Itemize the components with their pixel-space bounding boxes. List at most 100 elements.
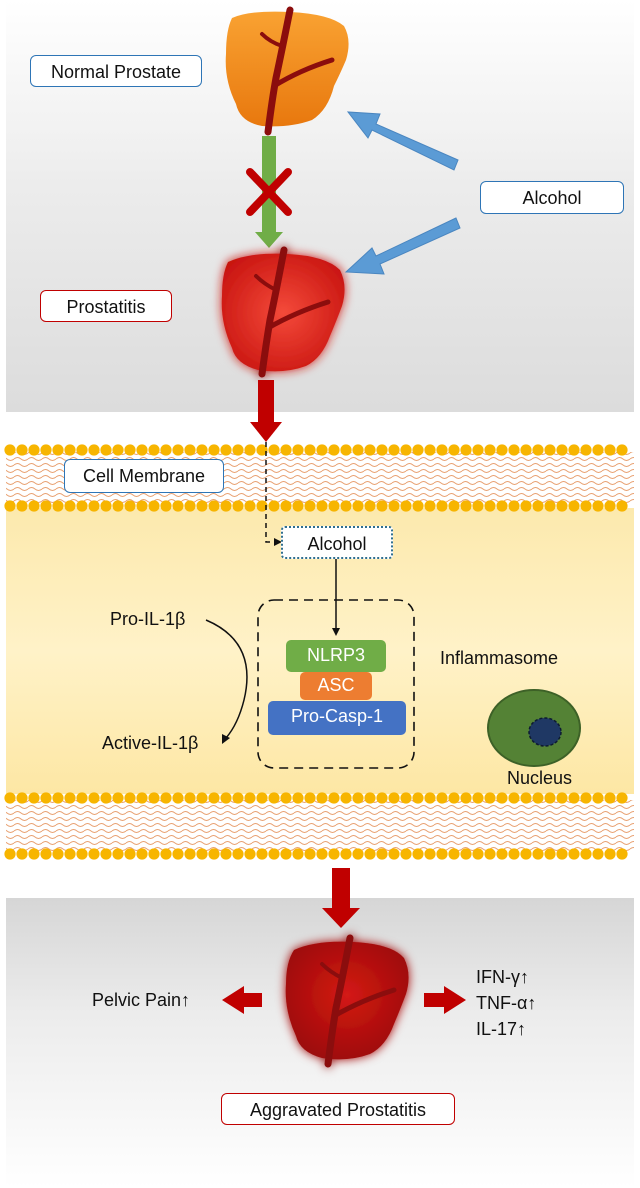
lipid-head [460,500,472,512]
lipid-head [316,792,328,804]
lipid-head [520,848,532,860]
lipid-head [124,444,136,456]
alcohol-entry-path [265,442,282,546]
lipid-head [436,848,448,860]
lipid-head [4,848,16,860]
pelvic-pain-arrow [222,986,262,1014]
lipid-head [388,500,400,512]
lipid-head [52,848,64,860]
lipid-head [16,792,28,804]
lipid-head [364,792,376,804]
lipid-head [460,444,472,456]
lipid-head [136,848,148,860]
lipid-head [328,792,340,804]
lipid-head [376,848,388,860]
lipid-head [244,792,256,804]
lipid-head [580,848,592,860]
lipid-head [436,444,448,456]
lipid-head [436,792,448,804]
lipid-head [484,792,496,804]
lipid-head [532,500,544,512]
lipid-head [40,444,52,456]
lipid-head [244,500,256,512]
lipid-head [448,792,460,804]
lipid-head [64,500,76,512]
lipid-head [400,444,412,456]
nucleus-icon [487,689,581,767]
lipid-head [244,444,256,456]
lipid-head [556,792,568,804]
lipid-head [340,792,352,804]
lipid-head [268,792,280,804]
cytokine-list: IFN-γ↑ TNF-α↑ IL-17↑ [476,964,536,1042]
il1b-maturation-arrow [205,619,248,744]
lipid-head [88,848,100,860]
lipid-head [304,848,316,860]
lipid-head [532,792,544,804]
lipid-head [424,848,436,860]
pro-casp1-component: Pro-Casp-1 [268,701,406,735]
lipid-head [268,444,280,456]
cytokine-il17: IL-17↑ [476,1019,527,1039]
lipid-head [604,444,616,456]
lipid-head [568,444,580,456]
lipid-head [340,848,352,860]
lipid-head [256,848,268,860]
prostatitis-organ [221,246,345,378]
alcohol-to-normal-arrow [346,111,459,171]
lipid-head [496,792,508,804]
lipid-head [592,848,604,860]
lipid-head [40,500,52,512]
lipid-head [424,792,436,804]
lipid-head [148,444,160,456]
cytokine-ifn-gamma: IFN-γ↑ [476,967,529,987]
lipid-head [88,792,100,804]
lipid-head [304,792,316,804]
lipid-head [112,792,124,804]
lipid-head [196,500,208,512]
lipid-head [508,444,520,456]
lipid-head [112,848,124,860]
lipid-head [160,444,172,456]
lipid-head [520,500,532,512]
lipid-head [112,444,124,456]
lipid-head [160,792,172,804]
lipid-head [556,848,568,860]
lipid-head [220,444,232,456]
lipid-head [4,500,16,512]
lipid-head [460,792,472,804]
lipid-head [436,500,448,512]
lipid-head [292,500,304,512]
lipid-head [604,792,616,804]
lipid-head [532,444,544,456]
asc-component: ASC [300,672,372,700]
lipid-head [520,792,532,804]
lipid-head [472,500,484,512]
lipid-head [580,500,592,512]
alcohol-label: Alcohol [480,181,624,214]
lipid-head [184,848,196,860]
lipid-head [544,500,556,512]
lipid-head [580,792,592,804]
lipid-head [16,500,28,512]
lipid-head [388,444,400,456]
cytokine-arrow [424,986,466,1014]
lipid-head [76,848,88,860]
alcohol-to-inflammasome-arrow [332,558,340,636]
lipid-head [64,792,76,804]
lipid-head [256,500,268,512]
lipid-head [28,444,40,456]
lipid-head [232,848,244,860]
lipid-head [472,444,484,456]
lipid-head [268,500,280,512]
lipid-head [448,444,460,456]
lipid-head [280,500,292,512]
lipid-head [52,500,64,512]
lipid-head [304,500,316,512]
prostatitis-label: Prostatitis [40,290,172,322]
lipid-head [160,848,172,860]
lipid-head [304,444,316,456]
active-il1b-label: Active-IL-1β [102,733,199,753]
lipid-head [100,444,112,456]
blocked-x-icon [246,168,292,216]
